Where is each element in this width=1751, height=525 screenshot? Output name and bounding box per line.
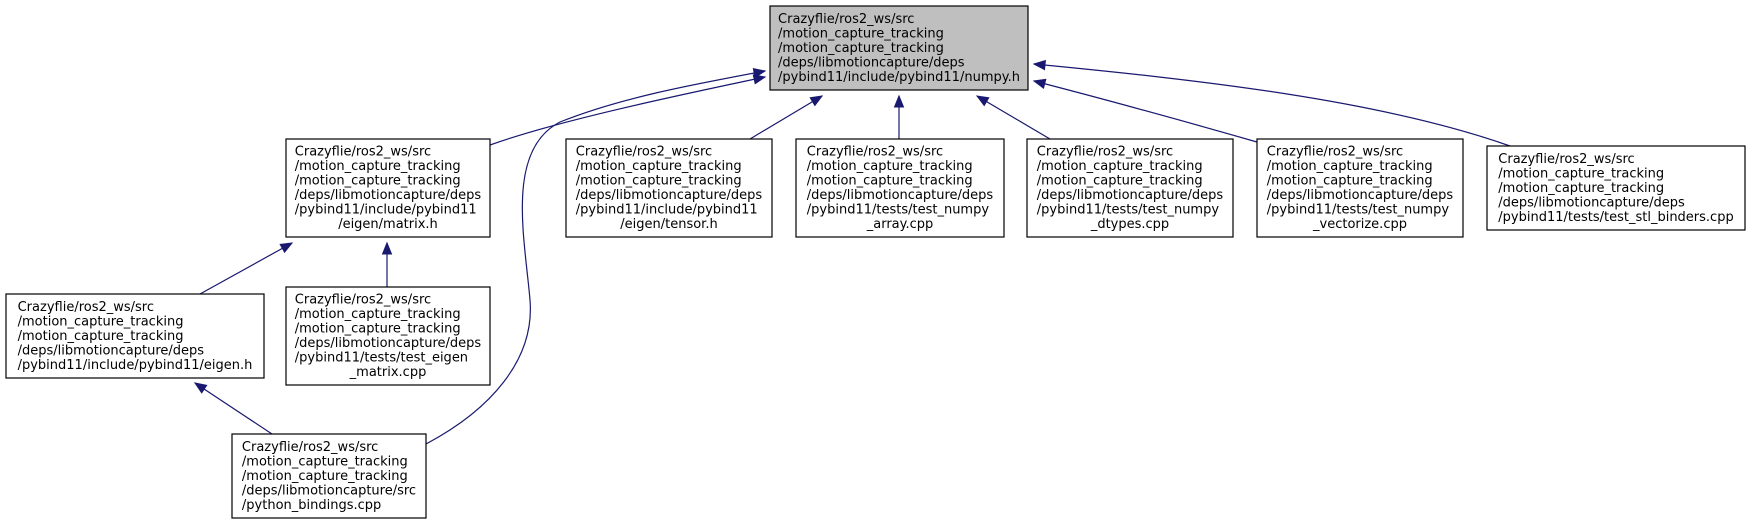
edge-eigen_h-to-matrix_h xyxy=(199,242,294,295)
node-label-line: /motion_capture_tracking xyxy=(242,469,408,484)
node-label-line: /deps/libmotioncapture/deps xyxy=(18,343,205,358)
node-box xyxy=(1026,138,1234,238)
edge-tensor_h-to-numpy_h xyxy=(749,95,824,140)
node-box xyxy=(231,433,427,519)
node-matrix-h[interactable]: Crazyflie/ros2_ws/src/motion_capture_tra… xyxy=(285,138,491,238)
node-label-line: /pybind11/include/pybind11/eigen.h xyxy=(18,358,253,373)
node-label-line: /motion_capture_tracking xyxy=(18,314,184,329)
node-label-line: /pybind11/tests/test_eigen xyxy=(295,351,468,366)
node-label-line: /motion_capture_tracking xyxy=(1037,159,1203,174)
node-label-line: /eigen/tensor.h xyxy=(620,217,717,232)
node-python-bindings[interactable]: Crazyflie/ros2_ws/src/motion_capture_tra… xyxy=(231,433,427,519)
arrowhead-icon xyxy=(381,241,393,255)
node-tensor-h[interactable]: Crazyflie/ros2_ws/src/motion_capture_tra… xyxy=(565,138,773,238)
node-label-line: /motion_capture_tracking xyxy=(778,41,944,56)
node-label-line: Crazyflie/ros2_ws/src xyxy=(1498,152,1634,167)
node-test-stl-binders[interactable]: Crazyflie/ros2_ws/src/motion_capture_tra… xyxy=(1486,145,1746,231)
node-label-line: /motion_capture_tracking xyxy=(242,454,408,469)
node-label-line: /deps/libmotioncapture/deps xyxy=(1267,188,1454,203)
node-label-line: /motion_capture_tracking xyxy=(18,329,184,344)
arrowhead-icon xyxy=(193,382,208,394)
node-label-line: _vectorize.cpp xyxy=(1312,217,1407,232)
node-label-line: Crazyflie/ros2_ws/src xyxy=(18,300,154,315)
node-box xyxy=(285,138,491,238)
node-label-line: /deps/libmotioncapture/deps xyxy=(576,188,763,203)
arrowhead-icon xyxy=(1032,78,1047,89)
edge-test_eigen_matrix-to-matrix_h xyxy=(381,241,393,287)
edge-test_numpy_vectorize-to-numpy_h xyxy=(1032,78,1258,143)
node-label-line: /deps/libmotioncapture/src xyxy=(242,483,416,498)
node-label-line: Crazyflie/ros2_ws/src xyxy=(242,440,378,455)
node-label-line: /pybind11/tests/test_numpy xyxy=(807,203,990,218)
node-box xyxy=(795,138,1005,238)
node-label-line: /pybind11/include/pybind11/numpy.h xyxy=(778,70,1020,85)
node-label-line: _dtypes.cpp xyxy=(1090,217,1169,232)
node-test-numpy-dtypes[interactable]: Crazyflie/ros2_ws/src/motion_capture_tra… xyxy=(1026,138,1234,238)
node-label-line: /motion_capture_tracking xyxy=(778,26,944,41)
node-label-line: Crazyflie/ros2_ws/src xyxy=(1267,145,1403,160)
edge-python_bindings-to-eigen_h xyxy=(193,382,273,435)
edge-test_stl_binders-to-numpy_h xyxy=(1032,59,1511,147)
node-test-eigen-matrix[interactable]: Crazyflie/ros2_ws/src/motion_capture_tra… xyxy=(285,286,491,386)
node-label-line: _matrix.cpp xyxy=(349,365,427,380)
node-label-line: /pybind11/include/pybind11 xyxy=(295,203,477,218)
node-label-line: /motion_capture_tracking xyxy=(295,322,461,337)
edge-python_bindings-to-numpy_h xyxy=(425,67,767,445)
node-box xyxy=(5,293,265,379)
nodes-layer: Crazyflie/ros2_ws/src/motion_capture_tra… xyxy=(5,5,1746,519)
node-label-line: /deps/libmotioncapture/deps xyxy=(1037,188,1224,203)
node-label-line: /deps/libmotioncapture/deps xyxy=(778,55,965,70)
edges-layer xyxy=(193,59,1511,445)
edge-test_numpy_dtypes-to-numpy_h xyxy=(975,95,1051,140)
arrowhead-icon xyxy=(279,242,294,254)
arrowhead-icon xyxy=(1032,59,1046,71)
node-test-numpy-array[interactable]: Crazyflie/ros2_ws/src/motion_capture_tra… xyxy=(795,138,1005,238)
node-box xyxy=(285,286,491,386)
node-label-line: /pybind11/tests/test_stl_binders.cpp xyxy=(1498,210,1733,225)
node-label-line: Crazyflie/ros2_ws/src xyxy=(1037,145,1173,160)
node-label-line: /pybind11/tests/test_numpy xyxy=(1037,203,1220,218)
arrowhead-icon xyxy=(752,67,767,79)
node-label-line: /motion_capture_tracking xyxy=(295,159,461,174)
node-label-line: _array.cpp xyxy=(866,217,934,232)
node-eigen-h[interactable]: Crazyflie/ros2_ws/src/motion_capture_tra… xyxy=(5,293,265,379)
node-label-line: Crazyflie/ros2_ws/src xyxy=(295,293,431,308)
node-label-line: /motion_capture_tracking xyxy=(295,174,461,189)
node-label-line: /motion_capture_tracking xyxy=(1498,166,1664,181)
node-label-line: /motion_capture_tracking xyxy=(1498,181,1664,196)
node-label-line: /motion_capture_tracking xyxy=(295,307,461,322)
node-label-line: /pybind11/include/pybind11 xyxy=(576,203,758,218)
arrowhead-icon xyxy=(975,95,990,107)
node-label-line: /deps/libmotioncapture/deps xyxy=(295,188,482,203)
node-label-line: Crazyflie/ros2_ws/src xyxy=(807,145,943,160)
arrowhead-icon xyxy=(893,94,905,108)
node-label-line: /eigen/matrix.h xyxy=(338,217,438,232)
node-label-line: /motion_capture_tracking xyxy=(1037,174,1203,189)
node-label-line: /python_bindings.cpp xyxy=(242,498,381,513)
node-test-numpy-vectorize[interactable]: Crazyflie/ros2_ws/src/motion_capture_tra… xyxy=(1256,138,1464,238)
edge-test_numpy_array-to-numpy_h xyxy=(893,94,905,139)
node-label-line: Crazyflie/ros2_ws/src xyxy=(576,145,712,160)
node-numpy-h[interactable]: Crazyflie/ros2_ws/src/motion_capture_tra… xyxy=(769,5,1029,91)
node-label-line: /motion_capture_tracking xyxy=(1267,174,1433,189)
node-box xyxy=(1256,138,1464,238)
node-label-line: /motion_capture_tracking xyxy=(576,174,742,189)
node-box xyxy=(565,138,773,238)
node-label-line: /motion_capture_tracking xyxy=(807,159,973,174)
node-label-line: Crazyflie/ros2_ws/src xyxy=(295,145,431,160)
node-label-line: /deps/libmotioncapture/deps xyxy=(807,188,994,203)
node-label-line: /deps/libmotioncapture/deps xyxy=(1498,195,1685,210)
node-label-line: /motion_capture_tracking xyxy=(576,159,742,174)
node-box xyxy=(1486,145,1746,231)
node-label-line: /motion_capture_tracking xyxy=(807,174,973,189)
arrowhead-icon xyxy=(809,95,824,107)
node-label-line: /motion_capture_tracking xyxy=(1267,159,1433,174)
node-box xyxy=(769,5,1029,91)
node-label-line: /deps/libmotioncapture/deps xyxy=(295,336,482,351)
node-label-line: Crazyflie/ros2_ws/src xyxy=(778,12,914,27)
node-label-line: /pybind11/tests/test_numpy xyxy=(1267,203,1450,218)
edge-matrix_h-to-numpy_h xyxy=(489,74,767,146)
